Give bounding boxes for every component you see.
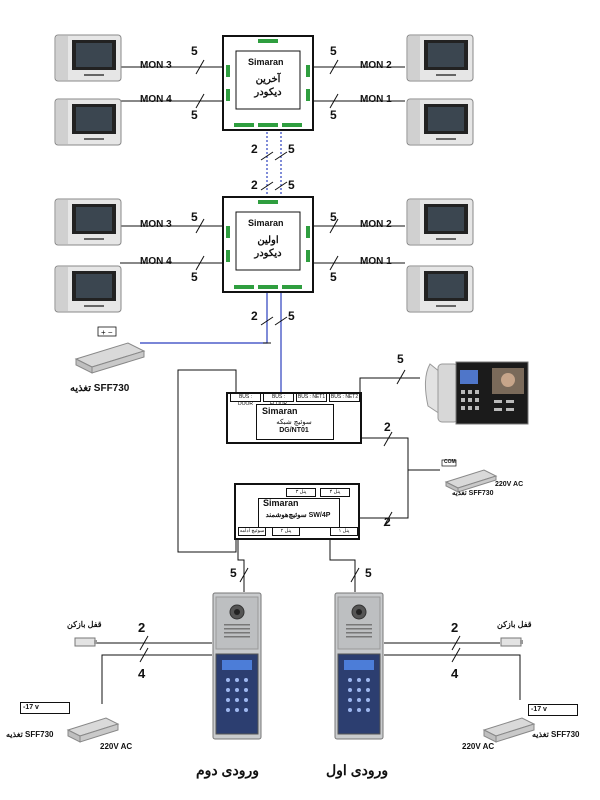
decoder-brand: Simaran bbox=[248, 218, 284, 228]
network-switch-model: DG/NT01 bbox=[279, 427, 309, 434]
monitor-mon1-bottom bbox=[406, 265, 474, 313]
decoder-terminals bbox=[226, 200, 310, 289]
smart-switch-port: پنل ۳ bbox=[286, 488, 316, 497]
wire-count: 5 bbox=[288, 142, 295, 156]
power-voltage-box-right: -17 v bbox=[528, 704, 578, 716]
wire-count: 5 bbox=[191, 210, 198, 224]
wire-count: 2 bbox=[384, 515, 391, 529]
wire-count: 5 bbox=[397, 352, 404, 366]
wire-count: 5 bbox=[191, 44, 198, 58]
monitor-mon2-top bbox=[406, 34, 474, 82]
svg-text:+ −: + − bbox=[101, 328, 113, 337]
network-switch-port: BUS : NET2 bbox=[329, 393, 360, 402]
wire-count: 4 bbox=[451, 666, 459, 681]
decoder-title: آخرین دیکودر bbox=[238, 73, 298, 99]
decoder-title-line2: دیکودر bbox=[254, 248, 282, 259]
entrance-first-label: ورودی اول bbox=[326, 762, 389, 778]
smart-switch-port: پنل ۴ bbox=[320, 488, 350, 497]
lock-right-label: قفل بازکن bbox=[497, 620, 532, 629]
power-supply-bottom-right-voltage: 220V AC bbox=[462, 742, 495, 751]
wire-count: 5 bbox=[288, 309, 295, 323]
power-voltage-left: -17 v bbox=[23, 704, 39, 711]
smart-switch-brand: Simaran bbox=[263, 498, 299, 508]
power-voltage-right: -17 v bbox=[531, 706, 547, 713]
door-panel-second bbox=[212, 592, 262, 744]
power-supply-bottom-right bbox=[478, 708, 538, 744]
monitor-mon2-bottom bbox=[406, 198, 474, 246]
network-switch-ports: BUS : DOOR BUS : FLOOR BUS : NET1 BUS : … bbox=[230, 393, 360, 407]
wire-count: 2 bbox=[138, 620, 146, 635]
lock-left-label: قفل بازکن bbox=[67, 620, 102, 629]
wire-count: 5 bbox=[365, 566, 372, 580]
smart-switch-port: پنل ۱ bbox=[330, 527, 358, 536]
smart-switch: پنل ۳ پنل ۴ Simaran سوئیچ‌هوشمند SW/4P س… bbox=[234, 483, 360, 540]
wire-count: 5 bbox=[230, 566, 237, 580]
network-switch-inner bbox=[256, 404, 334, 440]
lock-right bbox=[500, 636, 524, 648]
mon2-label-top: MON 2 bbox=[360, 60, 392, 71]
mon3-label-top: MON 3 bbox=[140, 60, 172, 71]
network-switch-port: BUS : NET1 bbox=[296, 393, 327, 402]
decoder-title: اولین دیکودر bbox=[238, 234, 298, 260]
monitor-mon3-bottom bbox=[54, 198, 122, 246]
decoder-title-line1: اولین bbox=[257, 235, 279, 246]
power-supply-right-label: تغذیه SFF730 bbox=[452, 490, 494, 497]
monitor-mon4-bottom bbox=[54, 265, 122, 313]
decoder-terminals bbox=[226, 39, 310, 127]
wire-count: 5 bbox=[330, 44, 337, 58]
monitor-mon1-top bbox=[406, 98, 474, 146]
power-supply-main: + − bbox=[70, 325, 150, 375]
power-supply-bottom-right-label: تغذیه SFF730 bbox=[532, 730, 580, 739]
power-supply-right bbox=[440, 458, 500, 494]
network-switch-port: BUS : DOOR bbox=[230, 393, 261, 407]
door-panel-first bbox=[334, 592, 384, 744]
mon1-label-bottom: MON 1 bbox=[360, 256, 392, 267]
power-supply-bottom-left-label: تغذیه SFF730 bbox=[6, 730, 54, 739]
smart-switch-port: سوئیچ ادامه bbox=[238, 527, 266, 536]
wire-count: 5 bbox=[288, 178, 295, 192]
network-switch: BUS : DOOR BUS : FLOOR BUS : NET1 BUS : … bbox=[226, 392, 362, 444]
power-supply-main-label: تغذیه SFF730 bbox=[70, 383, 130, 394]
wire-count: 4 bbox=[138, 666, 146, 681]
network-switch-brand: Simaran bbox=[262, 406, 298, 416]
monitor-mon4-top bbox=[54, 98, 122, 146]
smart-switch-ports-top: پنل ۳ پنل ۴ bbox=[286, 488, 350, 497]
mon2-label-bottom: MON 2 bbox=[360, 219, 392, 230]
wire-count: 2 bbox=[251, 309, 258, 323]
smart-switch-port: پنل ۲ bbox=[272, 527, 300, 536]
power-com-label: COM bbox=[444, 459, 456, 465]
mon4-label-top: MON 4 bbox=[140, 94, 172, 105]
network-switch-port: BUS : FLOOR bbox=[263, 393, 294, 407]
power-supply-right-voltage: 220V AC bbox=[495, 481, 524, 488]
decoder-title-line1: آخرین bbox=[255, 74, 281, 85]
entrance-second-label: ورودی دوم bbox=[196, 762, 260, 778]
wire-count: 2 bbox=[251, 178, 258, 192]
decoder-first: Simaran اولین دیکودر bbox=[222, 196, 314, 293]
smart-switch-ports-bottom: سوئیچ ادامه پنل ۲ پنل ۱ bbox=[238, 527, 358, 536]
wire-count: 5 bbox=[191, 108, 198, 122]
power-supply-bottom-left bbox=[62, 708, 122, 744]
wire-count: 2 bbox=[384, 420, 391, 434]
monitor-mon3-top bbox=[54, 34, 122, 82]
wire-count: 5 bbox=[330, 108, 337, 122]
power-voltage-box-left: -17 v bbox=[20, 702, 70, 714]
wire-count: 2 bbox=[251, 142, 258, 156]
ip-panel bbox=[420, 358, 532, 426]
lock-left bbox=[74, 636, 98, 648]
decoder-brand: Simaran bbox=[248, 57, 284, 67]
wire-count: 2 bbox=[451, 620, 459, 635]
network-switch-name: سوئیچ شبکه bbox=[276, 419, 312, 426]
smart-switch-name: سوئیچ‌هوشمند SW/4P bbox=[265, 512, 331, 519]
power-supply-bottom-left-voltage: 220V AC bbox=[100, 742, 133, 751]
wire-count: 5 bbox=[330, 210, 337, 224]
wire-count: 5 bbox=[191, 270, 198, 284]
mon4-label-bottom: MON 4 bbox=[140, 256, 172, 267]
decoder-last: Simaran آخرین دیکودر bbox=[222, 35, 314, 131]
decoder-title-line2: دیکودر bbox=[254, 87, 282, 98]
mon1-label-top: MON 1 bbox=[360, 94, 392, 105]
mon3-label-bottom: MON 3 bbox=[140, 219, 172, 230]
wire-count: 5 bbox=[330, 270, 337, 284]
